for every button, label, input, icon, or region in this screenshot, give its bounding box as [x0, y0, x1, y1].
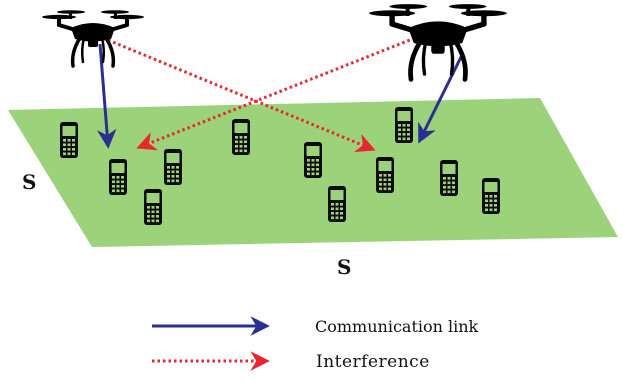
legend-interference-label: Interference — [316, 352, 430, 372]
communication-link — [418, 54, 464, 144]
user-device-icon — [144, 189, 162, 225]
legend-communication-label: Communication link — [315, 317, 479, 336]
side-label-left: S — [22, 170, 36, 194]
user-device-icon — [440, 160, 458, 196]
drone-icon — [369, 4, 507, 79]
communication-link — [97, 43, 117, 149]
interference-link — [102, 36, 376, 153]
user-device-icon — [482, 178, 500, 214]
user-device-icon — [304, 142, 322, 178]
drone-icon — [40, 8, 146, 68]
interference-link — [136, 32, 426, 151]
user-device-icon — [376, 157, 394, 193]
user-device-icon — [328, 186, 346, 222]
user-device-icon — [109, 159, 127, 195]
user-device-icon — [232, 119, 250, 155]
user-device-icon — [395, 107, 413, 143]
user-device-icon — [164, 149, 182, 185]
user-device-icon — [60, 122, 78, 158]
legend: Communication link Interference — [152, 316, 479, 372]
side-label-bottom: S — [337, 255, 351, 279]
